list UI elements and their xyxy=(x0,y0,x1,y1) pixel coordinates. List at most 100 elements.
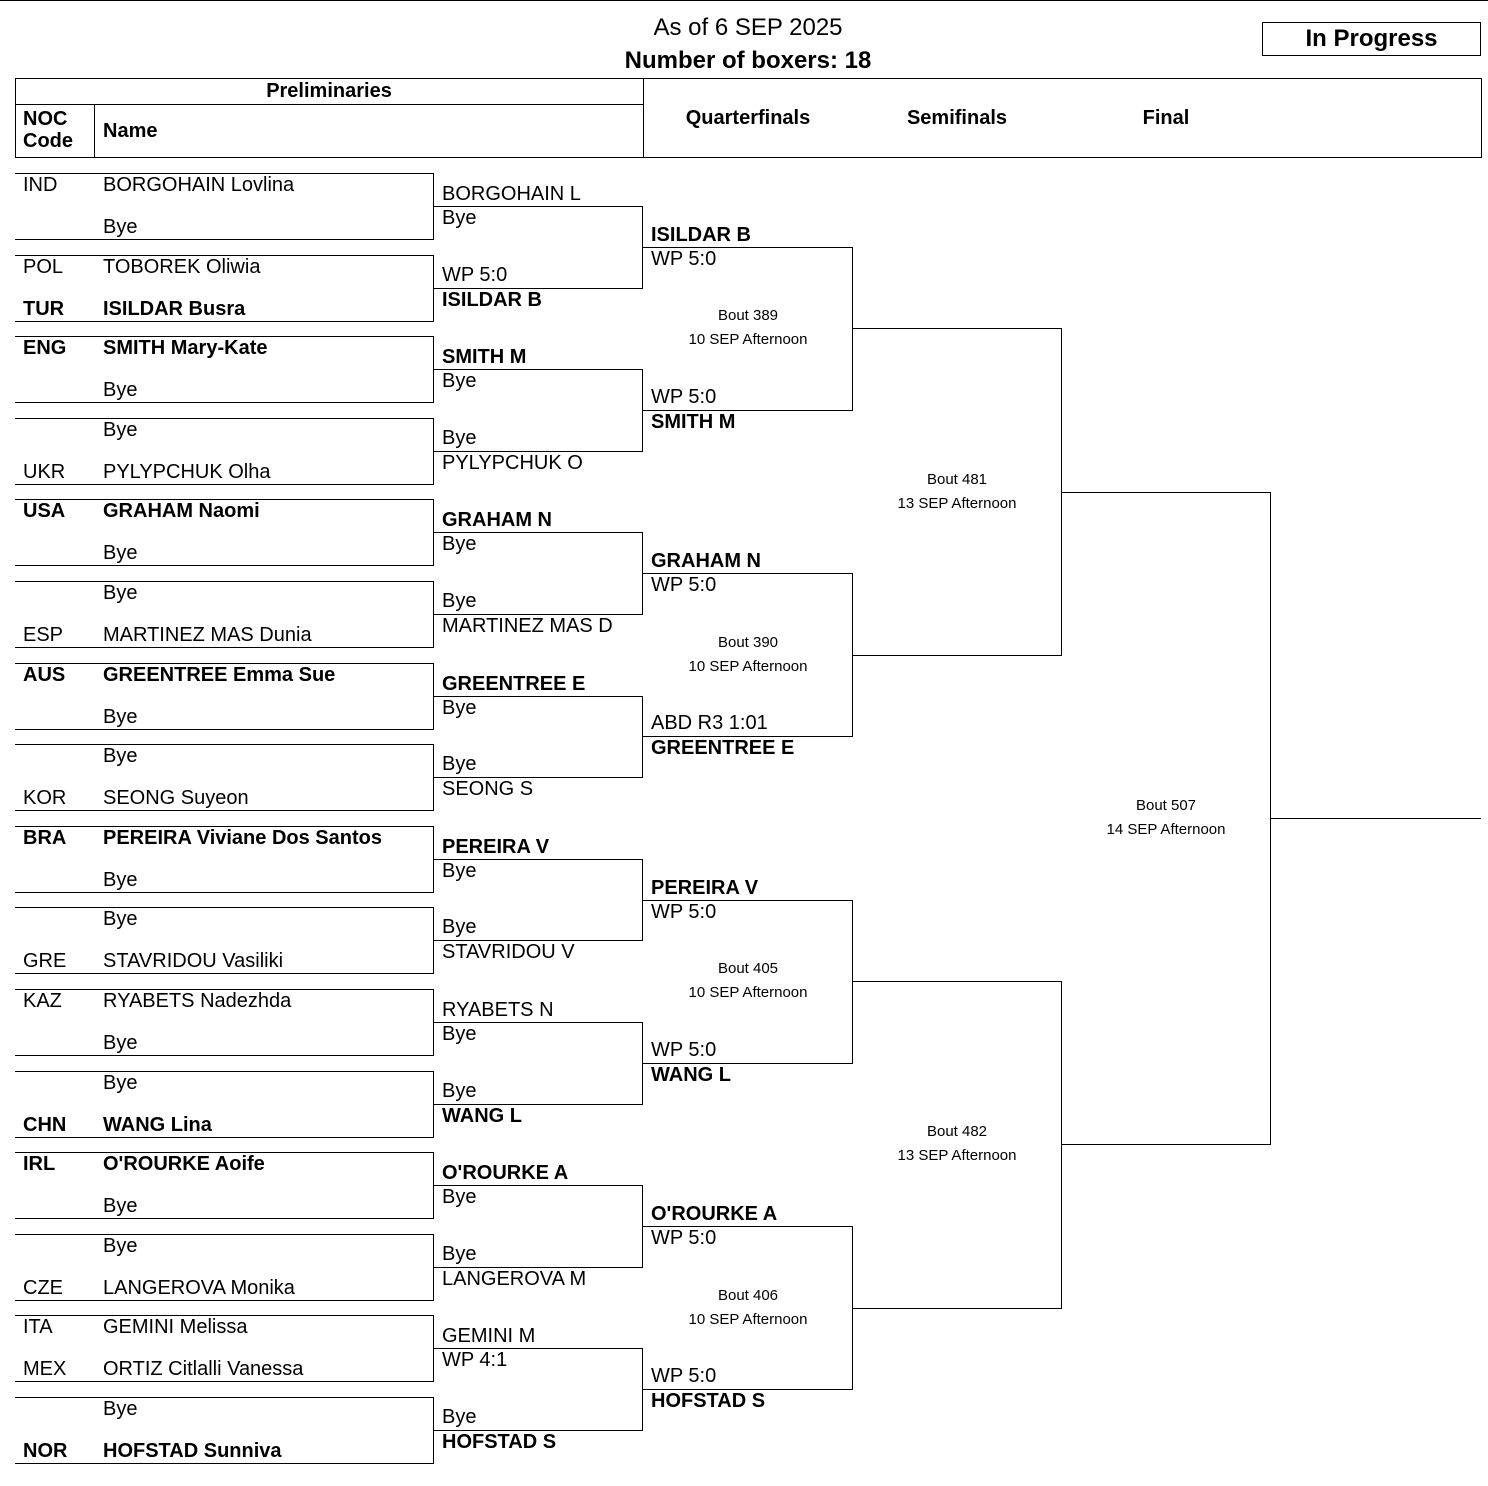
r2-top-name: BORGOHAIN L xyxy=(442,183,581,205)
entry-line-top xyxy=(15,1070,434,1072)
bout-number: Bout 389 xyxy=(717,307,779,325)
r2-bottom-name: HOFSTAD S xyxy=(442,1431,557,1453)
r2-bottom-name: WANG L xyxy=(442,1104,522,1127)
r2-bottom-result: Bye xyxy=(442,1406,477,1428)
qf-line-top xyxy=(643,573,853,575)
qf-top-result: WP 5:0 xyxy=(651,1227,717,1249)
noc-code: ITA xyxy=(23,1316,53,1339)
bout-number: Bout 390 xyxy=(717,633,779,651)
noc-header-line1: NOC xyxy=(23,108,68,130)
bout-session: 10 SEP Afternoon xyxy=(688,1310,808,1328)
entry-line-top xyxy=(15,989,434,990)
r2-top-name: O'ROURKE A xyxy=(442,1162,569,1185)
as-of-date: As of 6 SEP 2025 xyxy=(653,14,843,41)
noc-code: IRL xyxy=(23,1153,56,1176)
entry-line-bottom xyxy=(15,1055,434,1056)
r2-line-top xyxy=(433,532,643,534)
r2-connector xyxy=(642,1185,643,1267)
r2-bottom-result: Bye xyxy=(442,916,477,939)
entry-name: SMITH Mary-Kate xyxy=(103,337,268,360)
r2-top-result: WP 4:1 xyxy=(442,1349,508,1372)
entry-line-bottom xyxy=(15,483,434,485)
entry-line-top xyxy=(15,173,434,174)
r2-bottom-result: Bye xyxy=(442,426,477,449)
noc-code: ESP xyxy=(23,624,64,646)
qf-top-name: ISILDAR B xyxy=(651,223,751,246)
entry-name: Bye xyxy=(103,745,138,768)
r2-connector xyxy=(642,858,643,941)
header-divider-main xyxy=(643,78,644,158)
sf-connector xyxy=(1061,981,1062,1308)
bout-session: 14 SEP Afternoon xyxy=(1106,821,1226,838)
r2-bottom-result: Bye xyxy=(442,753,477,776)
qf-bottom-result: WP 5:0 xyxy=(651,1038,717,1061)
r2-connector xyxy=(642,532,643,614)
r2-line-bottom xyxy=(433,940,643,942)
entry-line-bottom xyxy=(15,728,434,730)
qf-bottom-result: ABD R3 1:01 xyxy=(651,712,768,735)
entry-name: LANGEROVA Monika xyxy=(103,1276,295,1299)
qf-line-top xyxy=(643,1226,853,1227)
entry-line-bottom xyxy=(15,647,434,648)
r2-connector xyxy=(642,1022,643,1104)
final-header: Final xyxy=(1142,107,1190,129)
entry-line-top xyxy=(15,254,434,256)
qf-top-result: WP 5:0 xyxy=(651,247,717,270)
r2-line-top xyxy=(433,1348,643,1350)
entry-line-bottom xyxy=(15,402,434,404)
r2-top-result: Bye xyxy=(442,859,477,882)
noc-code: IND xyxy=(23,174,58,196)
qf-bottom-name: SMITH M xyxy=(651,411,736,433)
quarterfinals-header: Quarterfinals xyxy=(685,107,811,129)
entry-name: WANG Lina xyxy=(103,1113,212,1136)
entry-name: Bye xyxy=(103,868,138,891)
entry-line-bottom xyxy=(15,565,434,567)
qf-line-bottom xyxy=(643,736,853,738)
r2-top-result: Bye xyxy=(442,370,477,393)
status-badge: In Progress xyxy=(1262,22,1481,56)
r2-line-top xyxy=(433,695,643,697)
bout-number: Bout 507 xyxy=(1135,797,1197,814)
entry-name: Bye xyxy=(103,1071,138,1094)
header-divider-noc xyxy=(94,104,95,158)
sf-line-bottom xyxy=(852,654,1062,656)
entry-name: Bye xyxy=(103,418,138,441)
bout-number: Bout 481 xyxy=(926,470,988,488)
top-rule xyxy=(0,0,1488,1)
r2-line-top xyxy=(433,1022,643,1023)
qf-top-result: WP 5:0 xyxy=(651,900,717,923)
header-table xyxy=(15,78,1482,158)
r2-top-name: GRAHAM N xyxy=(442,509,552,532)
noc-code: AUS xyxy=(23,663,66,686)
bout-session: 10 SEP Afternoon xyxy=(688,984,808,1002)
bout-number: Bout 405 xyxy=(717,960,779,978)
entry-line-top xyxy=(15,417,434,419)
bout-number: Bout 482 xyxy=(926,1123,988,1141)
noc-code-header: NOC Code xyxy=(23,108,73,152)
r2-line-bottom xyxy=(433,1266,643,1268)
sf-connector xyxy=(1061,328,1062,655)
entry-name: GREENTREE Emma Sue xyxy=(103,663,336,686)
entry-line-bottom xyxy=(15,810,434,812)
entry-name: Bye xyxy=(103,705,138,728)
entry-line-bottom xyxy=(15,1381,434,1383)
noc-code: POL xyxy=(23,255,64,278)
r2-top-result: Bye xyxy=(442,696,477,719)
entry-line-top xyxy=(15,336,434,338)
header-divider-prelims xyxy=(15,104,643,105)
qf-line-bottom xyxy=(643,1389,853,1391)
entry-name: TOBOREK Oliwia xyxy=(103,255,261,278)
entry-name: BORGOHAIN Lovlina xyxy=(103,174,295,196)
r2-top-name: GEMINI M xyxy=(442,1325,536,1348)
r2-bottom-name: ISILDAR B xyxy=(442,288,542,311)
entry-name: Bye xyxy=(103,1234,138,1257)
qf-bottom-result: WP 5:0 xyxy=(651,1365,717,1388)
entry-name: ORTIZ Citlalli Vanessa xyxy=(103,1358,304,1381)
entry-line-top xyxy=(15,662,434,664)
entry-line-top xyxy=(15,1315,434,1317)
bout-session: 13 SEP Afternoon xyxy=(897,1147,1017,1165)
entry-name: Bye xyxy=(103,908,138,931)
qf-bottom-name: HOFSTAD S xyxy=(651,1390,766,1413)
entry-line-top xyxy=(15,907,434,909)
r2-bottom-name: LANGEROVA M xyxy=(442,1267,587,1290)
